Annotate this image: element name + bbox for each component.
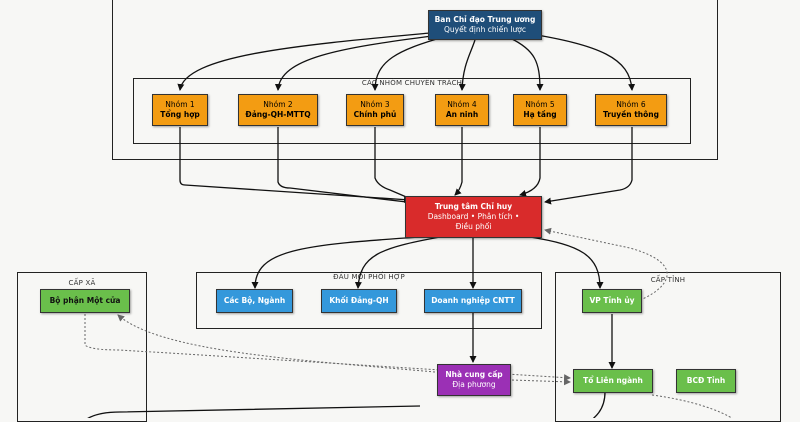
one-stop-shop-label: Bộ phận Một cửa bbox=[49, 296, 121, 305]
edge-steering-group1 bbox=[177, 32, 431, 91]
edge-steering-group2 bbox=[274, 35, 433, 91]
command-center-subtitle: Dashboard • Phân tích • bbox=[427, 212, 520, 221]
edge-provider-commune bbox=[117, 314, 436, 373]
edge-team-down bbox=[592, 391, 606, 418]
edge-command-party bbox=[354, 236, 441, 289]
edge-steering-group3 bbox=[371, 37, 441, 91]
edge-group4-command bbox=[454, 127, 463, 196]
group-3-number: Nhóm 3 bbox=[360, 100, 390, 109]
it-enterprise-label: Doanh nghiệp CNTT bbox=[431, 296, 515, 305]
edge-steering-group4 bbox=[458, 39, 476, 91]
it-enterprise-node[interactable]: Doanh nghiệp CNTT bbox=[424, 289, 522, 313]
edge-command-provoffice bbox=[529, 236, 604, 289]
group-node-6[interactable]: Nhóm 6 Truyền thông bbox=[595, 94, 667, 126]
command-center-title: Trung tâm Chỉ huy bbox=[434, 202, 513, 211]
group-6-name: Truyền thông bbox=[602, 110, 660, 119]
ministries-label: Các Bộ, Ngành bbox=[223, 296, 286, 305]
edge-provider-team bbox=[511, 378, 571, 386]
ministries-node[interactable]: Các Bộ, Ngành bbox=[216, 289, 293, 313]
edge-group1-command bbox=[179, 127, 411, 204]
interagency-team-node[interactable]: Tổ Liên ngành bbox=[573, 369, 653, 393]
coord-frame: ĐẦU MỐI PHỐI HỢP bbox=[196, 272, 542, 329]
top-frame bbox=[112, 0, 718, 160]
group-3-name: Chính phủ bbox=[353, 110, 397, 119]
group-node-5[interactable]: Nhóm 5 Hạ tầng bbox=[513, 94, 567, 126]
edge-steering-group5 bbox=[509, 37, 544, 91]
edge-command-ministries bbox=[251, 236, 421, 289]
group-6-number: Nhóm 6 bbox=[616, 100, 646, 109]
provincial-office-label: VP Tỉnh ủy bbox=[589, 296, 635, 305]
edge-group3-command bbox=[374, 127, 426, 206]
steering-title: Ban Chỉ đạo Trung ương bbox=[434, 15, 536, 24]
coord-frame-label: ĐẦU MỐI PHỐI HỢP bbox=[333, 273, 405, 281]
edge-group2-command bbox=[277, 127, 416, 206]
steering-subtitle: Quyết định chiến lược bbox=[443, 25, 527, 34]
steering-committee-node[interactable]: Ban Chỉ đạo Trung ương Quyết định chiến … bbox=[428, 10, 542, 40]
edge-bottom bbox=[87, 405, 421, 418]
group-4-number: Nhóm 4 bbox=[447, 100, 477, 109]
group-node-3[interactable]: Nhóm 3 Chính phủ bbox=[346, 94, 404, 126]
local-provider-title: Nhà cung cấp bbox=[445, 370, 503, 379]
group-1-name: Tổng hợp bbox=[160, 110, 200, 119]
local-provider-subtitle: Địa phương bbox=[452, 380, 496, 389]
group-2-name: Đảng-QH-MTTQ bbox=[245, 110, 311, 119]
groups-frame-label: CÁC NHÓM CHUYÊN TRÁCH bbox=[361, 79, 463, 87]
groups-frame: CÁC NHÓM CHUYÊN TRÁCH bbox=[133, 78, 691, 144]
edge-group5-command bbox=[519, 127, 541, 197]
provincial-steering-label: BCĐ Tỉnh bbox=[686, 376, 726, 385]
group-2-number: Nhóm 2 bbox=[263, 100, 293, 109]
group-5-number: Nhóm 5 bbox=[525, 100, 555, 109]
group-node-2[interactable]: Nhóm 2 Đảng-QH-MTTQ bbox=[238, 94, 318, 126]
commune-frame-label: CẤP XÃ bbox=[68, 279, 96, 287]
group-5-name: Hạ tầng bbox=[523, 110, 557, 119]
group-1-number: Nhóm 1 bbox=[165, 100, 195, 109]
one-stop-shop-node[interactable]: Bộ phận Một cửa bbox=[40, 289, 130, 313]
interagency-team-label: Tổ Liên ngành bbox=[583, 376, 643, 385]
edge-team-right bbox=[651, 394, 733, 418]
local-provider-node[interactable]: Nhà cung cấp Địa phương bbox=[437, 364, 511, 396]
edge-steering-group6 bbox=[524, 32, 636, 91]
command-center-subtitle-2: Điều phối bbox=[455, 222, 492, 231]
group-4-name: An ninh bbox=[445, 110, 479, 119]
edge-provoffice-command bbox=[544, 227, 668, 301]
group-node-4[interactable]: Nhóm 4 An ninh bbox=[435, 94, 489, 126]
provincial-office-node[interactable]: VP Tỉnh ủy bbox=[582, 289, 642, 313]
command-center-node[interactable]: Trung tâm Chỉ huy Dashboard • Phân tích … bbox=[405, 196, 542, 238]
party-bloc-label: Khối Đảng-QH bbox=[329, 296, 389, 305]
party-bloc-node[interactable]: Khối Đảng-QH bbox=[321, 289, 397, 313]
provincial-steering-node[interactable]: BCĐ Tỉnh bbox=[676, 369, 736, 393]
edge-group6-command bbox=[544, 127, 633, 205]
group-node-1[interactable]: Nhóm 1 Tổng hợp bbox=[152, 94, 208, 126]
province-frame-label: CẤP TỈNH bbox=[650, 276, 686, 284]
